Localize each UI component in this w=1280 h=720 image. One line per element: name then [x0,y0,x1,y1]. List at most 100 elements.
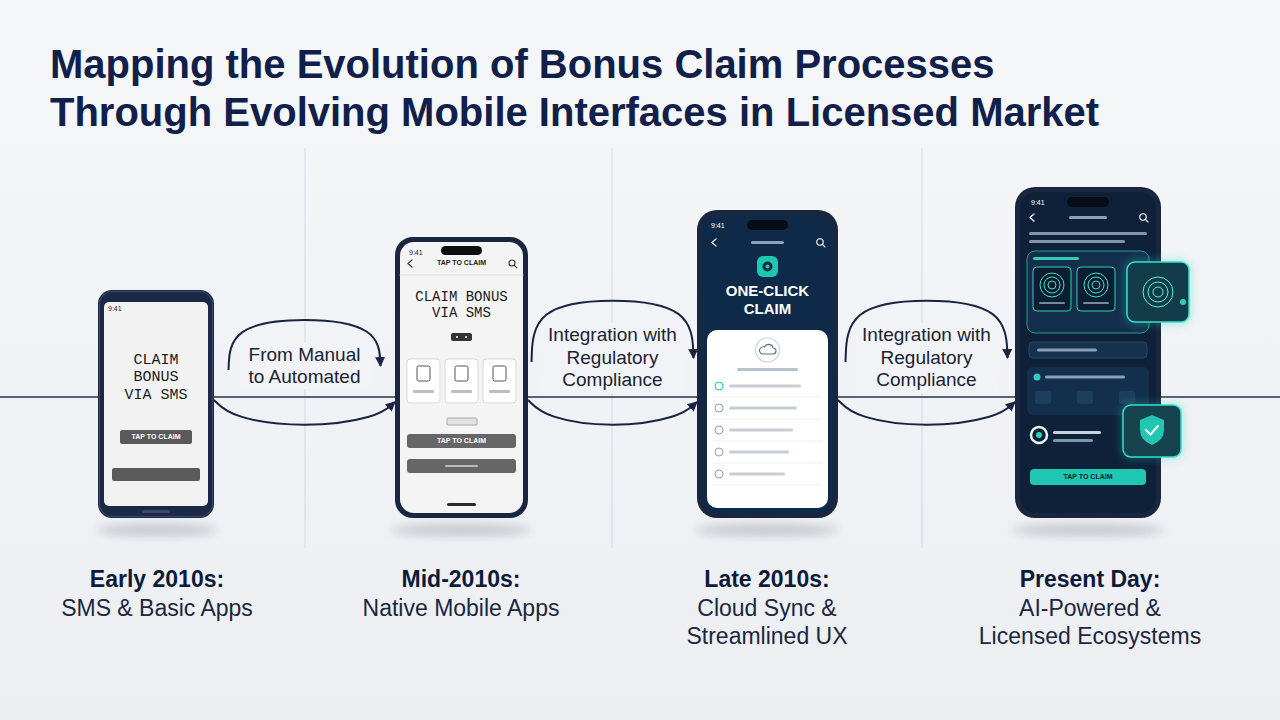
edge-label: From Manual to Automated [239,343,371,390]
phone-frame [697,210,838,518]
claim-button: TAP TO CLAIM [1030,469,1146,485]
text-holder: 9:41 [108,305,122,313]
screen-headline: CLAIM BONUS VIA SMS [405,289,518,321]
phone-shadow [391,524,531,536]
phone-frame [395,237,528,518]
secondary-button [407,459,516,473]
card-caption [489,390,510,393]
cloud-sync-phone: 9:41ONE-CLICK CLAIM [697,210,838,518]
list-divider [713,463,822,464]
text-holder: TAP TO CLAIM [395,259,528,267]
feature-card [445,359,478,403]
text-holder: CLAIM BONUS VIA SMS [118,352,194,404]
settings-chip [1119,391,1135,404]
list-divider [713,419,822,420]
button-label: TAP TO CLAIM [415,437,508,445]
phone-screen [400,242,523,513]
text-bar [1029,240,1125,243]
label-holder: Cloud Sync & Streamlined UX [667,595,867,650]
list-divider [713,441,822,442]
fingerprint-ring [1153,287,1163,297]
fingerprint-ring [1143,277,1173,307]
text-holder: CLAIM BONUS VIA SMS [405,289,518,321]
cloud-badge [756,338,780,362]
screen-headline: CLAIM BONUS VIA SMS [118,352,194,404]
phone-notch [441,246,482,255]
label-holder: SMS & Basic Apps [61,595,253,623]
card-icon [493,366,506,381]
edge-label: Integration with Regulatory Compliance [856,323,998,392]
claim-button: TAP TO CLAIM [120,430,192,444]
era-description: Cloud Sync & Streamlined UX [667,595,867,650]
glow [1125,260,1191,324]
card-icon [417,366,430,381]
status-time: 9:41 [1031,199,1045,207]
feature-card [483,359,516,403]
text-holder: TAP TO CLAIM [415,437,508,445]
edge-label: Integration with Regulatory Compliance [542,323,684,392]
button-detail [445,465,478,467]
status-time: 9:41 [409,249,423,257]
list-row [729,407,797,410]
list-divider [713,397,822,398]
card-icon [455,366,468,381]
tile-caption [1083,302,1109,304]
card-heading-bar [737,368,798,371]
phone-shadow [97,524,217,536]
list-bullet [715,382,723,390]
era-heading: Late 2010s: [704,566,829,594]
era-heading: Present Day: [1020,566,1161,594]
list-bullet [715,448,723,456]
back-icon [712,239,716,246]
screen-title-bar [751,241,784,244]
era-description: Native Mobile Apps [363,595,560,623]
home-bar [447,503,476,506]
phone-frame [98,290,214,518]
floating-dot [1180,299,1186,305]
separator [400,275,523,276]
list-bullet [715,470,723,478]
list-row [729,385,801,388]
status-time: 9:41 [108,305,122,313]
glow [1121,403,1183,459]
flow-arrow [214,400,395,425]
label-holder: Late 2010s: [704,566,829,594]
label-holder: Mid-2010s: [402,566,521,594]
card-caption [451,390,472,393]
text-holder: TAP TO CLAIM [1038,473,1138,481]
screen-headline: ONE-CLICK CLAIM [712,282,823,318]
sms-pill-dot [465,336,467,338]
text-holder: 9:41 [1031,199,1045,207]
fingerprint-ring [1092,281,1100,289]
fingerprint-ring [1148,282,1168,302]
label-holder: Present Day: [1020,566,1161,594]
era-description: SMS & Basic Apps [61,595,253,623]
status-time: 9:41 [711,222,725,230]
fingerprint-ring [1088,277,1104,293]
phone-notch [1067,197,1109,207]
info-row [1029,342,1147,358]
panel-heading-bar [1033,257,1079,260]
list-divider [713,485,822,486]
flow-arrow [528,400,697,425]
fingerprint-ring [1048,281,1056,289]
check-icon [1146,426,1158,435]
label-holder: Early 2010s: [90,566,224,594]
floating-fingerprint-card [1127,262,1189,322]
search-icon [514,265,517,268]
list-row [729,429,793,432]
fingerprint-tile [1033,267,1071,311]
phone-shadow [695,524,839,536]
screen-title-bar [1069,216,1107,219]
secondary-button [112,468,200,481]
shield-icon [1140,415,1164,445]
sms-pill-dot [456,336,458,338]
phone-screen [702,215,833,513]
text-holder: 9:41 [409,249,423,257]
license-bar [1053,439,1093,442]
cloud-icon [760,344,776,354]
text-holder: ONE-CLICK CLAIM [712,282,823,318]
settings-chip [1077,391,1093,404]
